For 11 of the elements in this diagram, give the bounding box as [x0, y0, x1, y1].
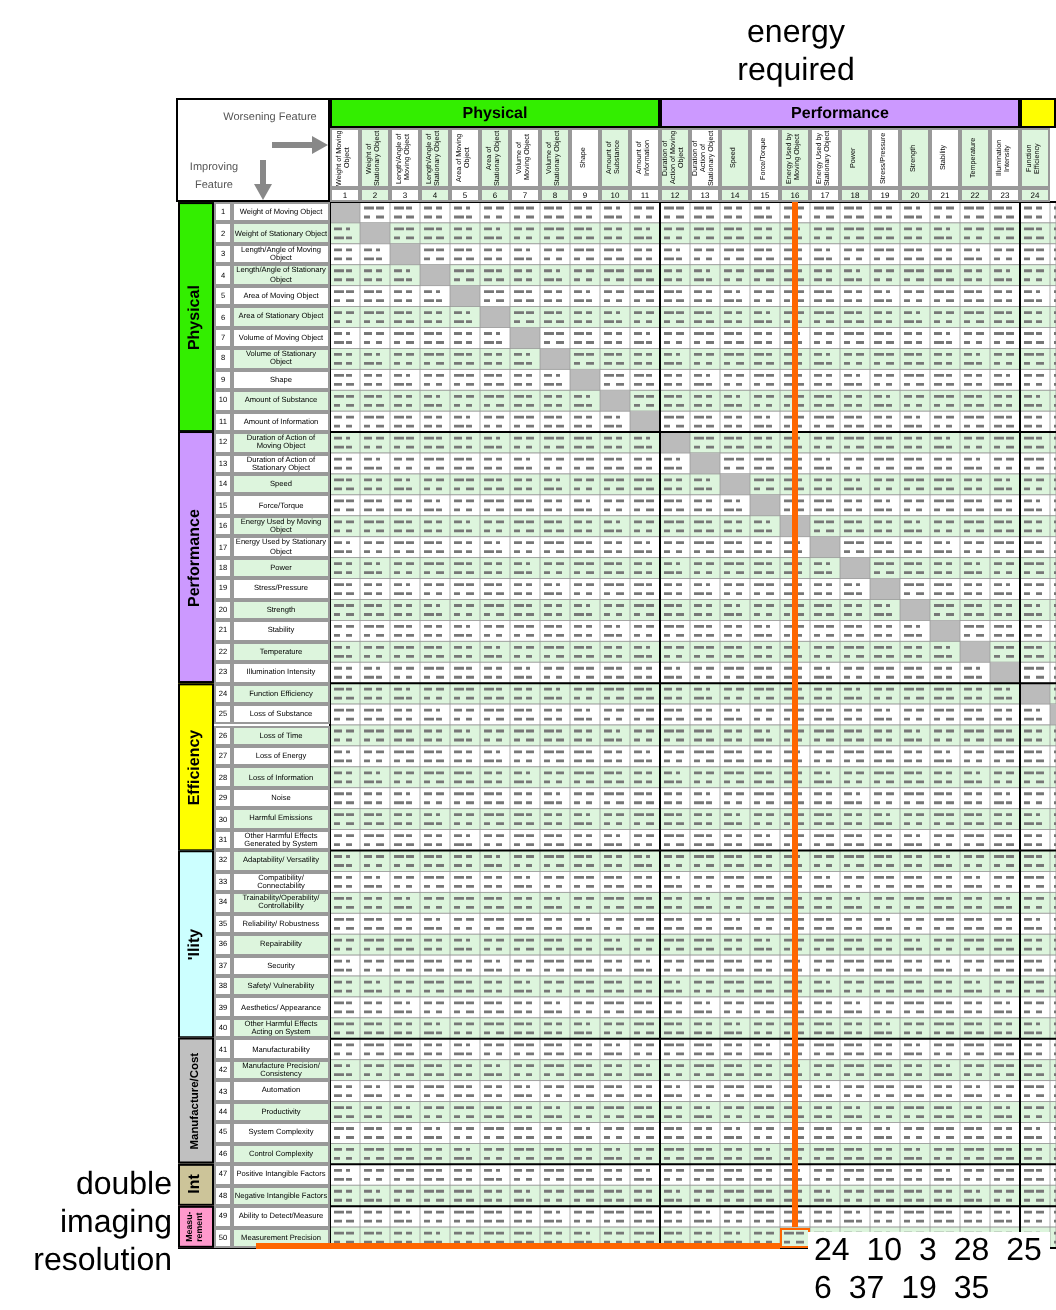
- leader-line: [256, 1243, 780, 1249]
- annotation-text: energy required: [704, 8, 888, 96]
- leader-line: [792, 202, 798, 1228]
- category-label: 'Ility: [178, 850, 214, 1039]
- category-heading: Physical: [330, 98, 660, 128]
- annotation-text: double imaging resolution: [0, 1156, 172, 1288]
- category-label: Int: [178, 1164, 214, 1207]
- category-label: Physical: [178, 202, 214, 433]
- category-label: Performance: [178, 432, 214, 684]
- category-label: Efficiency: [178, 683, 214, 851]
- category-heading: Performance: [660, 98, 1020, 128]
